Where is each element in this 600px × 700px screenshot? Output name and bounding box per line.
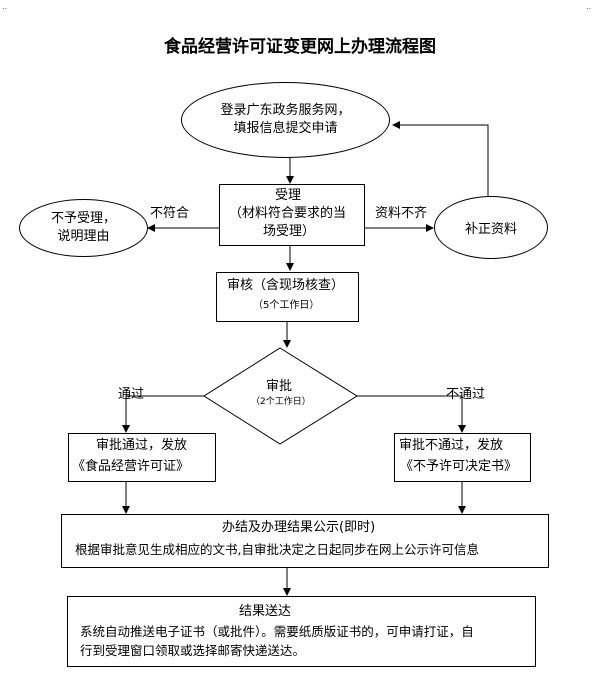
supplement-oval: 补正资料 — [434, 196, 548, 259]
accept-line-3: 场受理） — [263, 224, 316, 239]
approve-days: （2个工作日） — [251, 397, 311, 407]
label-not-conform: 不符合 — [150, 206, 190, 221]
deny-box — [394, 433, 531, 482]
label-fail: 不通过 — [446, 387, 486, 402]
top-left-corner-mark: ‥ — [2, 2, 8, 11]
reject-line-1: 不予受理， — [50, 211, 116, 226]
reject-oval: 不予受理， 说明理由 — [19, 199, 148, 257]
supplement-label: 补正资料 — [464, 222, 517, 237]
label-pass: 通过 — [118, 387, 145, 402]
review-box — [216, 272, 359, 322]
start-line-1: 登录广东政务服务网， — [220, 103, 351, 118]
label-incomplete: 资料不齐 — [375, 206, 428, 221]
start-oval: 登录广东政务服务网， 填报信息提交申请 — [181, 82, 390, 158]
reject-line-2: 说明理由 — [57, 229, 110, 244]
review-line-1: 审核（含现场核查） — [227, 278, 345, 293]
arrow-supplement-to-start — [392, 121, 489, 196]
deliver-box — [67, 596, 536, 667]
start-line-2: 填报信息提交申请 — [233, 121, 338, 136]
review-line-2: （5个工作日） — [253, 300, 320, 311]
deliver-line-3: 行到受理窗口领取或选择邮寄快递送达。 — [80, 643, 306, 658]
arrow-approve-to-issue — [122, 395, 204, 433]
publish-line-2: 根据审批意见生成相应的文书,自审批决定之日起同步在网上公示许可信息 — [75, 542, 479, 557]
approve-diamond — [203, 347, 358, 445]
accept-line-2: （材料符合要求的当 — [229, 206, 347, 221]
arrow-approve-to-deny — [357, 395, 466, 433]
deliver-line-2: 系统自动推送电子证书（或批件）。需要纸质版证书的，可申请打证，自 — [80, 624, 474, 639]
accept-box — [219, 184, 365, 246]
deliver-line-1: 结果送达 — [239, 604, 292, 619]
publish-box — [61, 514, 549, 568]
publish-line-1: 办结及办理结果公示(即时) — [222, 520, 376, 535]
top-right-corner-mark: ‥ — [586, 2, 592, 11]
accept-line-1: 受理 — [275, 188, 302, 203]
issue-line-1: 审批通过，发放 — [96, 438, 188, 453]
approve-label: 审批 — [266, 379, 293, 394]
issue-line-2: 《食品经营许可证》 — [72, 459, 190, 474]
deny-line-2: 《不予许可决定书》 — [400, 459, 518, 474]
page-title: 食品经营许可证变更网上办理流程图 — [164, 37, 436, 57]
deny-line-1: 审批不通过，发放 — [399, 438, 504, 453]
issue-box — [68, 433, 216, 482]
